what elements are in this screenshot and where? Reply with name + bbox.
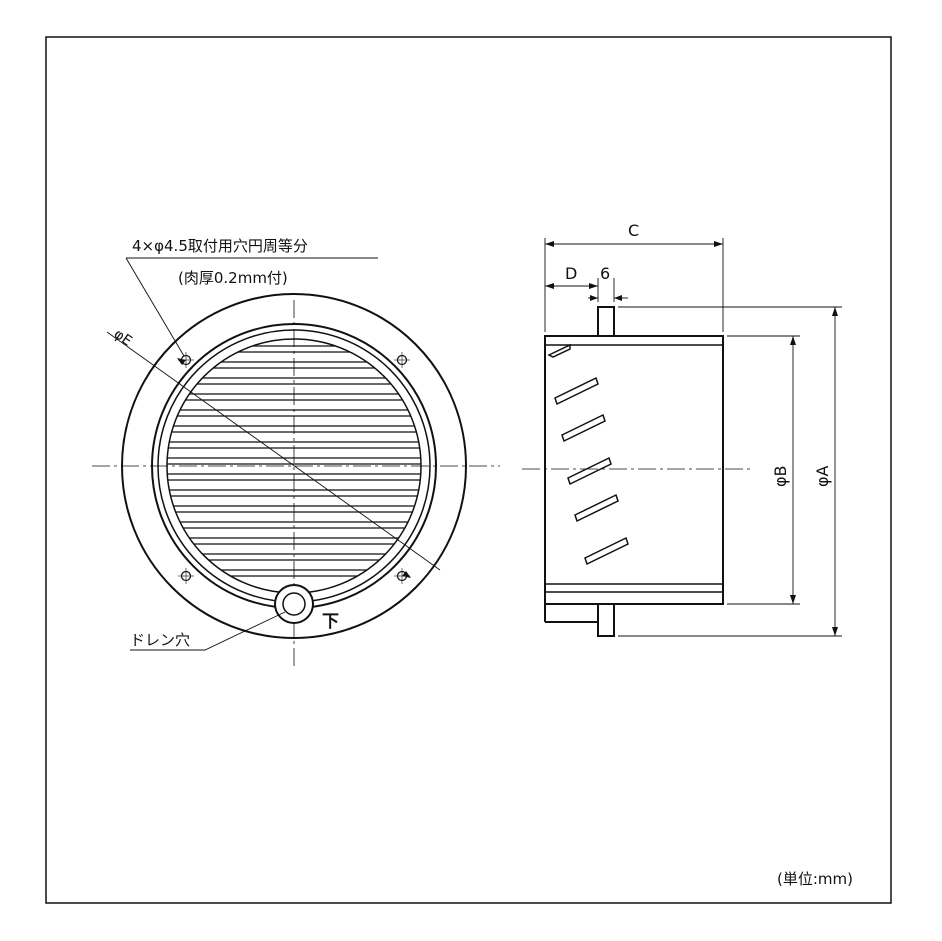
down-mark: 下 — [322, 612, 339, 632]
side-view — [522, 238, 842, 637]
side-flange-top — [597, 306, 615, 336]
drain-boss-outer — [274, 584, 314, 624]
drain-boss — [274, 584, 314, 624]
side-body — [544, 335, 724, 605]
drain-label: ドレン穴 — [130, 631, 190, 649]
side-slats — [547, 343, 629, 566]
unit-note: (単位:mm) — [777, 870, 853, 888]
drain-leader — [130, 611, 286, 651]
dim-b-label: φB — [771, 465, 790, 487]
front-view — [92, 257, 500, 668]
drawing-frame — [45, 36, 892, 904]
dim-a-label: φA — [813, 465, 832, 487]
dim-c-label: C — [628, 221, 639, 240]
dim-e-label: φE — [111, 326, 135, 349]
hole-note-leader — [125, 257, 185, 357]
dim-6-label: 6 — [600, 264, 610, 283]
flange-outer-ring — [121, 293, 467, 639]
thickness-note: (肉厚0.2mm付) — [178, 269, 288, 287]
dim-e-line — [106, 331, 441, 571]
hole-note: 4×φ4.5取付用穴円周等分 — [132, 237, 308, 255]
dim-d-label: D — [565, 264, 577, 283]
drain-hole — [282, 592, 306, 616]
side-flange-bottom — [597, 604, 615, 637]
